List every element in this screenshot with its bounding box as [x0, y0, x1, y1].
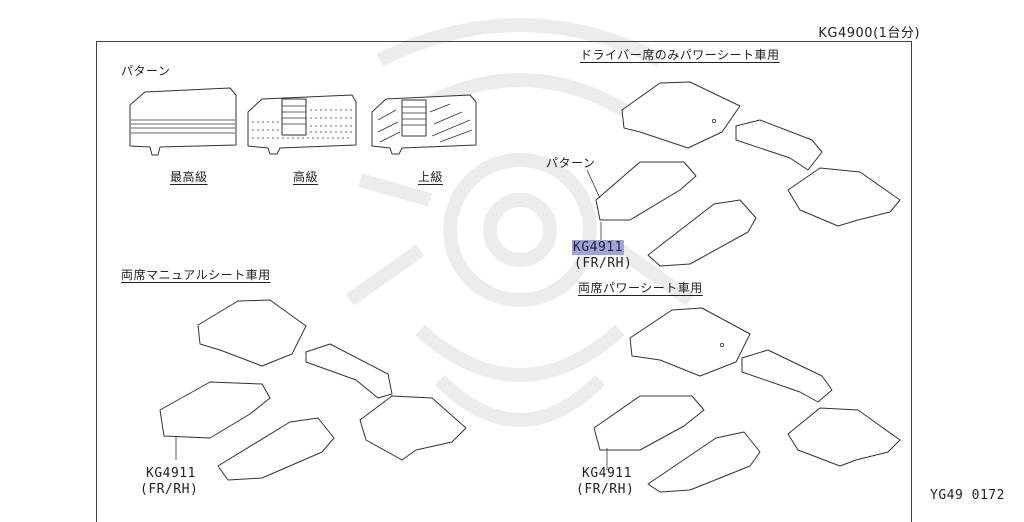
pattern-name-1: 最高級	[170, 170, 208, 184]
pattern-legend-label: パターン	[121, 64, 171, 78]
section-title-driver-power: ドライバー席のみパワーシート車用	[580, 48, 780, 62]
drawing-id: YG49 0172	[930, 488, 1005, 503]
callout-top-sub: (FR/RH)	[574, 256, 633, 271]
diagram-frame	[96, 41, 912, 522]
kit-code: KG4900(1台分)	[818, 26, 920, 41]
mat-set-both-manual	[159, 299, 467, 481]
callout-bottom-right-code: KG4911	[582, 466, 632, 481]
pattern-sample-1	[129, 87, 237, 156]
callout-bottom-left-sub: (FR/RH)	[140, 482, 199, 497]
pattern-name-3: 上級	[418, 170, 444, 184]
section-title-both-manual: 両席マニュアルシート車用	[121, 268, 271, 282]
pattern-sample-3	[371, 94, 477, 155]
pattern-samples	[129, 87, 477, 156]
mat-set-driver-power	[586, 81, 901, 267]
callout-top-code: KG4911	[572, 240, 624, 255]
pattern-name-2: 高級	[293, 170, 319, 184]
mat-sets	[159, 81, 901, 493]
callout-bottom-right-sub: (FR/RH)	[576, 482, 635, 497]
callout-bottom-left-code: KG4911	[146, 466, 196, 481]
pattern-sample-2	[247, 94, 357, 155]
pattern-callout-label: パターン	[546, 156, 596, 170]
section-title-both-power: 両席パワーシート車用	[578, 281, 703, 295]
mat-set-both-power	[593, 307, 901, 493]
watermark-emblem	[345, 18, 695, 427]
